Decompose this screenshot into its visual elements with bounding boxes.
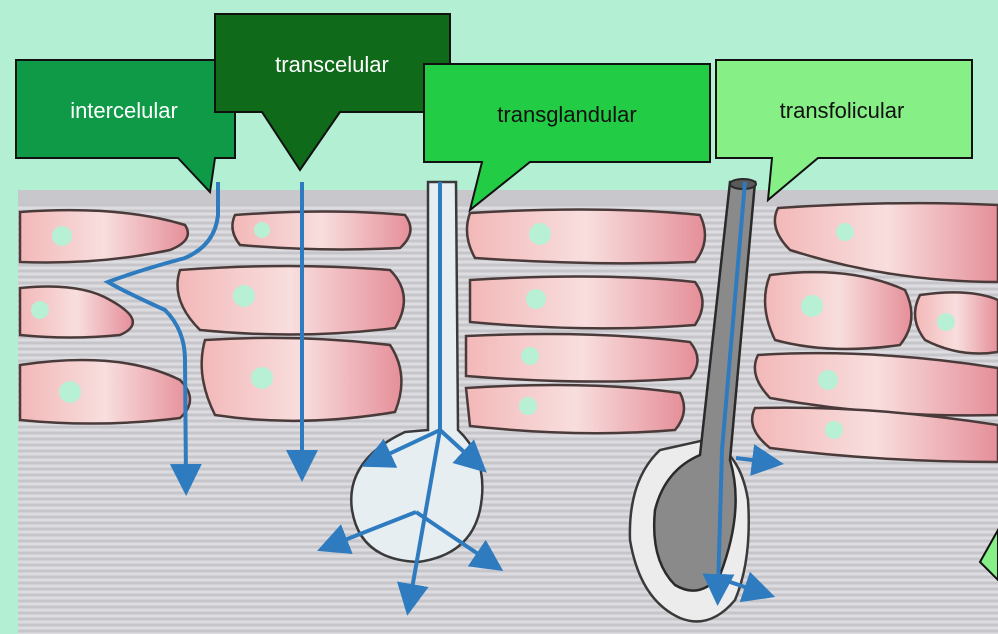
label-transfolicular: transfolicular <box>780 98 905 123</box>
callout-intercelular: intercelular <box>16 60 235 192</box>
callout-transglandular: transglandular <box>424 64 710 210</box>
stratum-surface <box>18 190 998 204</box>
label-transcelular: transcelular <box>275 52 389 77</box>
callout-transfolicular: transfolicular <box>716 60 972 200</box>
callout-transcelular: transcelular <box>215 14 450 170</box>
label-intercelular: intercelular <box>70 98 178 123</box>
label-transglandular: transglandular <box>497 102 636 127</box>
